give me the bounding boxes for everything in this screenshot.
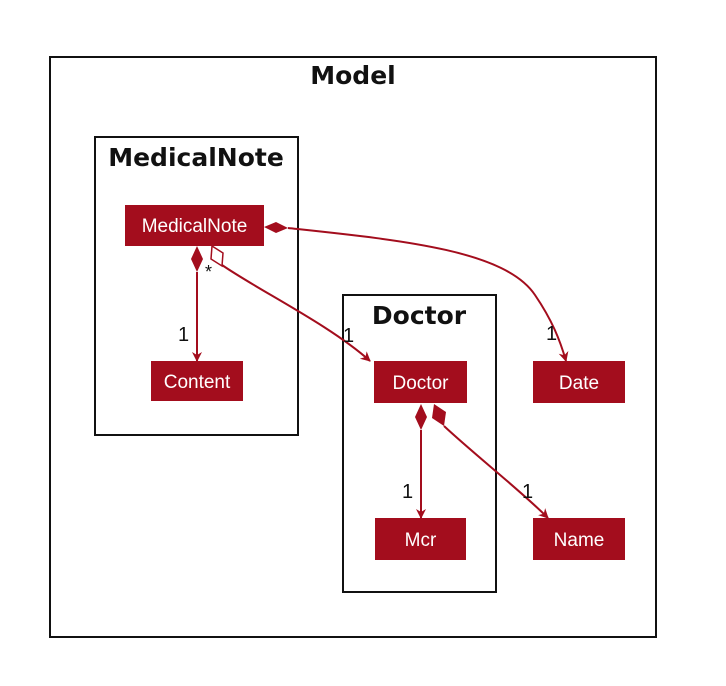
multiplicity-mcr: 1 <box>402 481 413 503</box>
edge-medicalnote-content <box>191 246 203 362</box>
class-doctor-box <box>374 361 467 403</box>
package-medicalnote-frame <box>94 136 299 436</box>
package-model: Model <box>49 56 657 638</box>
edge-medicalnote-doctor <box>210 244 371 362</box>
class-name-label: Name <box>554 530 605 551</box>
multiplicity-medicalnote-many: * <box>205 262 212 282</box>
class-mcr-box <box>375 518 466 560</box>
package-model-title: Model <box>310 61 395 90</box>
edge-doctor-name-line <box>443 425 549 519</box>
class-content-box <box>151 361 243 401</box>
aggregation-diamond <box>210 244 224 268</box>
class-doctor: Doctor <box>374 361 467 403</box>
edge-doctor-name <box>432 404 549 519</box>
class-medicalnote-box <box>125 205 264 246</box>
class-medicalnote-label: MedicalNote <box>142 216 248 237</box>
composition-diamond <box>264 222 288 233</box>
package-doctor-frame <box>342 294 497 593</box>
multiplicity-date: 1 <box>546 323 557 345</box>
package-medicalnote-title: MedicalNote <box>108 143 284 172</box>
edge-medicalnote-doctor-line <box>221 264 371 362</box>
package-doctor-title: Doctor <box>372 301 467 330</box>
multiplicities: 1 * 1 1 1 1 <box>178 262 557 503</box>
edge-medicalnote-date <box>264 222 569 362</box>
package-model-frame <box>49 56 657 638</box>
class-mcr: Mcr <box>375 518 466 560</box>
relations <box>191 222 569 519</box>
class-doctor-label: Doctor <box>393 373 450 394</box>
multiplicity-doctor: 1 <box>343 325 354 347</box>
edge-medicalnote-date-line <box>287 227 569 362</box>
class-medicalnote: MedicalNote <box>125 205 264 246</box>
multiplicity-name: 1 <box>522 481 533 503</box>
class-date: Date <box>533 361 625 403</box>
edge-doctor-mcr <box>415 404 427 519</box>
composition-diamond <box>191 246 203 272</box>
class-name: Name <box>533 518 625 560</box>
package-doctor: Doctor <box>342 294 497 593</box>
composition-diamond <box>415 404 427 430</box>
class-content: Content <box>151 361 243 401</box>
class-name-box <box>533 518 625 560</box>
package-medicalnote: MedicalNote <box>94 136 299 436</box>
composition-diamond <box>432 404 446 426</box>
class-mcr-label: Mcr <box>405 530 437 551</box>
class-date-label: Date <box>559 373 599 394</box>
class-content-label: Content <box>164 372 231 393</box>
class-date-box <box>533 361 625 403</box>
multiplicity-content: 1 <box>178 324 189 346</box>
